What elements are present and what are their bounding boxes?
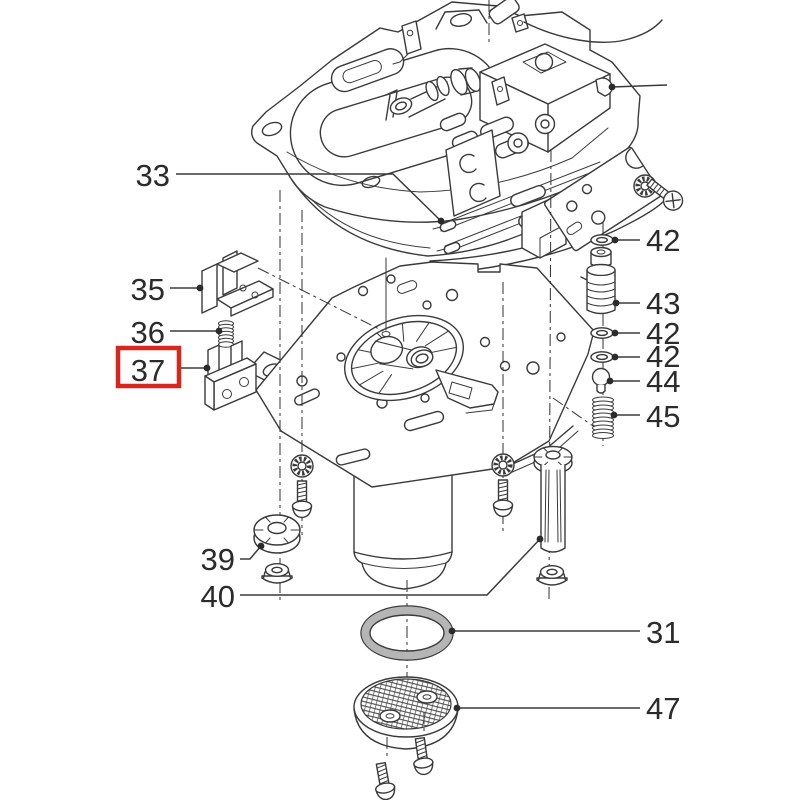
heater-rod-end	[330, 48, 405, 93]
bracket-37	[204, 340, 257, 411]
part-callout-35[interactable]: 35	[131, 272, 204, 307]
washer-42	[590, 351, 614, 363]
flange-nut	[261, 563, 293, 584]
leader-dot	[453, 704, 461, 712]
leader-dot	[606, 377, 614, 385]
star-washer	[291, 455, 313, 477]
leader-dot	[611, 329, 619, 337]
screw	[492, 479, 514, 518]
part-callout-39[interactable]: 39	[201, 542, 265, 577]
leader-dot	[203, 364, 211, 372]
mount-hole	[361, 175, 381, 189]
sensor-wire	[523, 19, 663, 43]
temp-sensor	[488, 0, 663, 43]
union-fitting	[385, 67, 482, 121]
leader-dot	[257, 542, 265, 550]
valve-pin-40	[533, 445, 573, 553]
selected-part-highlight	[115, 345, 182, 389]
leader-dot	[612, 299, 620, 307]
leader-dot	[437, 217, 445, 225]
part-callout-45[interactable]: 45	[610, 399, 681, 434]
part-callout-42[interactable]: 42	[611, 223, 681, 258]
screw	[291, 480, 313, 519]
phillips-screw	[646, 178, 684, 211]
part-callout-42[interactable]: 42	[611, 339, 681, 374]
bracket-plate	[544, 146, 684, 252]
leader-dot	[611, 353, 619, 361]
star-washer	[492, 454, 514, 476]
under-plate-hardware	[253, 445, 573, 586]
bracket-35	[201, 250, 274, 317]
valve-piston-43	[580, 246, 616, 315]
washer-42	[590, 327, 614, 339]
mount-hole	[261, 121, 283, 137]
part-number: 43	[646, 286, 680, 321]
leader-dot	[610, 411, 618, 419]
part-callout-31[interactable]: 31	[448, 615, 681, 650]
spring-45	[592, 396, 614, 439]
part-number: 47	[646, 691, 680, 726]
part-number: 35	[131, 272, 165, 307]
star-coupling-39	[253, 514, 301, 554]
part-callout-unlabeled[interactable]	[608, 83, 668, 91]
cam-arm	[435, 369, 499, 414]
part-number: 42	[646, 223, 680, 258]
part-callout-40[interactable]: 40	[201, 535, 544, 614]
clamp-plate	[445, 129, 501, 217]
screw	[370, 761, 398, 800]
bottom-parts	[353, 605, 459, 800]
part-number: 39	[201, 542, 235, 577]
shower-screen-47	[353, 676, 459, 750]
leader-dot	[215, 327, 223, 335]
part-number: 37	[131, 353, 165, 388]
leader-dot	[611, 236, 619, 244]
leader-dot	[448, 627, 456, 635]
screw	[409, 736, 436, 777]
valve-column	[580, 234, 616, 439]
part-number: 40	[201, 579, 235, 614]
spade-terminal	[392, 20, 422, 65]
part-number: 33	[136, 158, 170, 193]
leader-dot	[608, 83, 616, 91]
part-number: 44	[646, 364, 680, 399]
part-number: 42	[646, 339, 680, 374]
part-callout-47[interactable]: 47	[453, 691, 681, 726]
washer-42	[590, 234, 614, 246]
part-number: 42	[646, 316, 680, 351]
part-callout-37[interactable]: 37	[115, 345, 211, 389]
part-callout-43[interactable]: 43	[612, 286, 681, 321]
block-lug	[595, 77, 613, 97]
part-number: 36	[131, 315, 165, 350]
leader-dot	[196, 284, 204, 292]
leader-dot	[536, 535, 544, 543]
part-callout-36[interactable]: 36	[131, 315, 223, 350]
spring-36	[218, 320, 234, 348]
o-ring-31	[360, 605, 454, 661]
flange-nut	[536, 565, 568, 586]
mounting-plate	[246, 257, 595, 488]
part-number: 45	[646, 399, 680, 434]
cam-wheel	[343, 314, 465, 402]
part-callout-33[interactable]: 33	[136, 158, 445, 225]
part-callout-44[interactable]: 44	[606, 364, 681, 399]
mount-hole	[449, 13, 473, 27]
ball-pin-44	[591, 367, 611, 394]
part-number: 31	[646, 615, 680, 650]
eyelet-terminals	[439, 76, 556, 159]
part-callout-42[interactable]: 42	[611, 316, 681, 351]
